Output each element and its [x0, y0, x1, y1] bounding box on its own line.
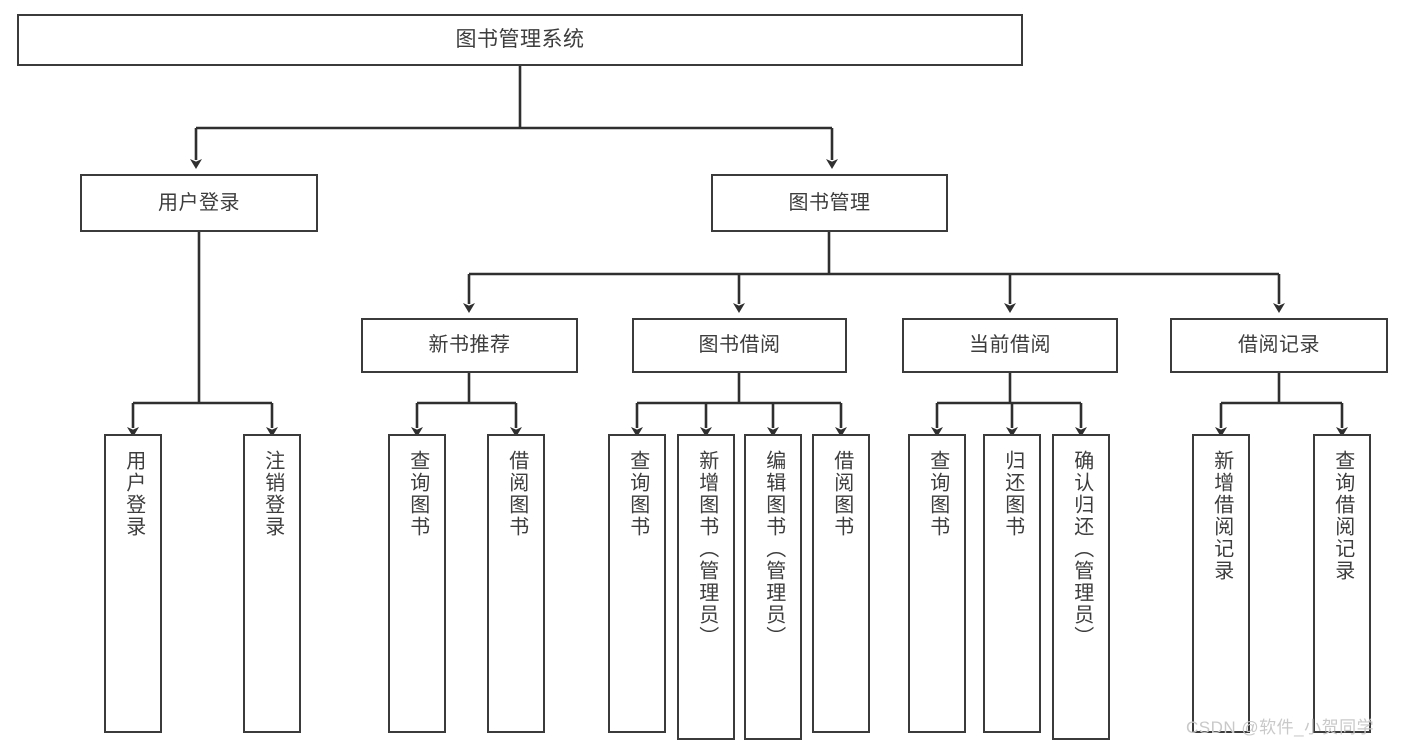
leaf-user-login[interactable]: 用户登录	[104, 434, 162, 733]
node-root[interactable]: 图书管理系统	[17, 14, 1023, 66]
leaf-query-record[interactable]: 查询借阅记录	[1313, 434, 1371, 733]
leaf-borrow-book-2[interactable]: 借阅图书	[812, 434, 870, 733]
node-root-label: 图书管理系统	[455, 28, 585, 52]
leaf-query-book-1-label: 查询图书	[406, 450, 429, 538]
leaf-borrow-book-2-label: 借阅图书	[830, 450, 853, 538]
leaf-query-record-label: 查询借阅记录	[1331, 450, 1354, 582]
leaf-add-record-label: 新增借阅记录	[1210, 450, 1233, 582]
leaf-return-book-label: 归还图书	[1001, 450, 1024, 538]
node-user-login-label: 用户登录	[158, 191, 240, 214]
leaf-query-book-3-label: 查询图书	[926, 450, 949, 538]
node-user-login[interactable]: 用户登录	[80, 174, 318, 232]
node-book-borrow[interactable]: 图书借阅	[632, 318, 847, 373]
leaf-query-book-2-label: 查询图书	[626, 450, 649, 538]
node-borrow-record-label: 借阅记录	[1238, 334, 1320, 357]
leaf-logout[interactable]: 注销登录	[243, 434, 301, 733]
leaf-edit-book[interactable]: 编辑图书（管理员）	[744, 434, 802, 740]
node-new-book-recommend-label: 新书推荐	[428, 334, 511, 357]
node-book-manage-label: 图书管理	[788, 191, 871, 214]
leaf-query-book-1[interactable]: 查询图书	[388, 434, 446, 733]
leaf-confirm-return[interactable]: 确认归还（管理员）	[1052, 434, 1110, 740]
leaf-query-book-3[interactable]: 查询图书	[908, 434, 966, 733]
node-current-borrow[interactable]: 当前借阅	[902, 318, 1118, 373]
leaf-user-login-label: 用户登录	[122, 450, 145, 538]
leaf-add-record[interactable]: 新增借阅记录	[1192, 434, 1250, 733]
leaf-edit-book-label: 编辑图书（管理员）	[762, 450, 785, 648]
node-book-borrow-label: 图书借阅	[698, 334, 781, 357]
leaf-add-book[interactable]: 新增图书（管理员）	[677, 434, 735, 740]
leaf-borrow-book-1-label: 借阅图书	[505, 450, 528, 538]
node-new-book-recommend[interactable]: 新书推荐	[361, 318, 578, 373]
node-book-manage[interactable]: 图书管理	[711, 174, 948, 232]
node-current-borrow-label: 当前借阅	[969, 334, 1051, 357]
leaf-query-book-2[interactable]: 查询图书	[608, 434, 666, 733]
leaf-return-book[interactable]: 归还图书	[983, 434, 1041, 733]
leaf-borrow-book-1[interactable]: 借阅图书	[487, 434, 545, 733]
leaf-add-book-label: 新增图书（管理员）	[695, 450, 718, 648]
node-borrow-record[interactable]: 借阅记录	[1170, 318, 1388, 373]
leaf-confirm-return-label: 确认归还（管理员）	[1070, 450, 1093, 648]
leaf-logout-label: 注销登录	[261, 450, 284, 538]
